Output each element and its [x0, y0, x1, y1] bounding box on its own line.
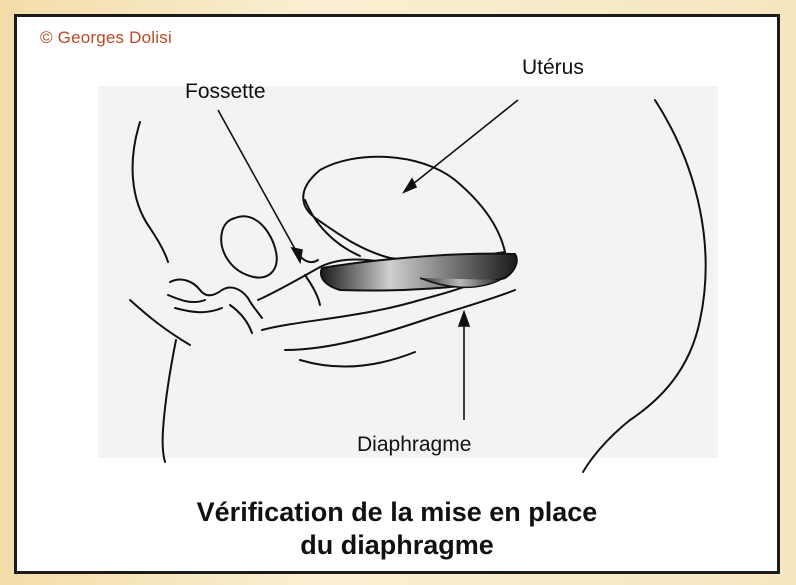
caption-line-2: du diaphragme — [14, 529, 780, 562]
caption-line-1: Vérification de la mise en place — [14, 496, 780, 529]
fossette-arrow — [218, 110, 300, 258]
bladder — [221, 216, 277, 277]
figure-caption: Vérification de la mise en place du diap… — [14, 496, 780, 562]
uterus-label: Utérus — [522, 56, 584, 80]
thigh-contour — [163, 340, 176, 462]
diaphragme-label: Diaphragme — [357, 433, 471, 457]
fossette-label: Fossette — [185, 80, 266, 104]
vulva — [170, 280, 262, 318]
uterus — [303, 157, 505, 260]
back-contour — [583, 100, 706, 472]
uterus-arrow — [408, 100, 518, 188]
abdomen-contour — [133, 122, 168, 262]
